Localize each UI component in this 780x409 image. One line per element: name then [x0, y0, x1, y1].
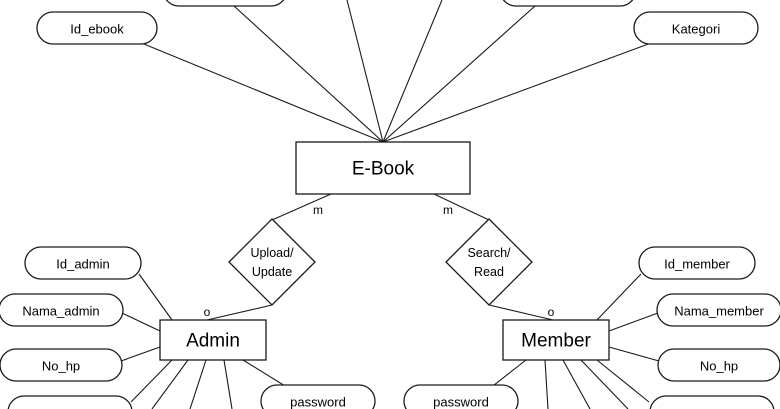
- edge-member-attr-b2: [580, 359, 629, 409]
- edge-ebook-search_read: [433, 193, 490, 221]
- edge-search_read-member: [488, 304, 554, 321]
- edge-upload_update-admin: [206, 304, 273, 321]
- edge-admin-attr-b3: [189, 359, 207, 409]
- relationship-label-line2: Update: [252, 265, 292, 279]
- attribute-shape: [24, 246, 142, 280]
- edge-member-no_hp: [608, 346, 660, 362]
- cardinality-o-member: o: [548, 305, 555, 319]
- attribute-id-admin[interactable]: Id_admin: [24, 246, 142, 280]
- member-attribute-edges: [488, 273, 660, 409]
- cardinality-markers: m m o o: [204, 203, 555, 319]
- attribute-shape: [260, 384, 376, 409]
- relationship-search-read[interactable]: Search/ Read: [445, 218, 533, 306]
- attribute-shape: [165, 0, 285, 7]
- attribute-nama-member[interactable]: Nama_member: [656, 293, 780, 327]
- attribute-shape: [36, 11, 158, 45]
- attribute-shape: [633, 11, 759, 45]
- cardinality-o-admin: o: [204, 305, 211, 319]
- attribute-label: No_hp: [700, 359, 738, 374]
- entity-shape: [502, 319, 610, 361]
- attribute-member-attr-bottom[interactable]: [649, 395, 775, 409]
- attribute-shape: [649, 395, 775, 409]
- entity-label: Member: [521, 331, 591, 352]
- attribute-shape: [657, 348, 780, 382]
- relationship-edges: [206, 193, 554, 321]
- attribute-shape: [7, 395, 133, 409]
- edge-admin-id_admin: [138, 273, 173, 321]
- attribute-password-member[interactable]: password: [403, 384, 519, 409]
- attribute-ebook-attr-top-2[interactable]: [500, 0, 636, 7]
- attribute-label: Id_admin: [56, 257, 109, 272]
- attribute-shape: [0, 348, 123, 382]
- attribute-label: password: [433, 395, 489, 409]
- attribute-label: password: [290, 395, 346, 409]
- attribute-shape: [0, 293, 124, 327]
- edge-ebook-attr-top-mid-right: [382, 0, 443, 143]
- edge-ebook-kategori: [382, 42, 652, 143]
- relationship-upload-update[interactable]: Upload/ Update: [228, 218, 316, 306]
- attribute-nama-admin[interactable]: Nama_admin: [0, 293, 124, 327]
- cardinality-m-right: m: [443, 203, 453, 217]
- edge-admin-attr-b2: [151, 359, 189, 409]
- attribute-shape: [502, 0, 634, 7]
- edge-member-attr-b3: [562, 359, 591, 409]
- entity-admin[interactable]: Admin: [159, 319, 267, 361]
- entity-shape: [295, 141, 471, 195]
- cardinality-m-left: m: [313, 203, 323, 217]
- edge-ebook-upload_update: [271, 193, 332, 221]
- attribute-label: No_hp: [42, 359, 80, 374]
- attribute-shape: [403, 384, 519, 409]
- entity-member[interactable]: Member: [502, 319, 610, 361]
- attribute-kategori[interactable]: Kategori: [633, 11, 759, 45]
- attribute-id-ebook[interactable]: Id_ebook: [36, 11, 158, 45]
- edge-ebook-attr-top-1: [233, 5, 384, 143]
- relationship-label-line2: Read: [474, 265, 504, 279]
- attribute-id-member[interactable]: Id_member: [638, 246, 756, 280]
- attribute-no-hp-admin[interactable]: No_hp: [0, 348, 123, 382]
- entity-ebook[interactable]: E-Book: [295, 141, 471, 195]
- attribute-label: Kategori: [672, 22, 721, 37]
- relationship-label-line1: Search/: [467, 246, 511, 260]
- edge-admin-no_hp: [120, 346, 161, 362]
- edge-member-attr-b4: [544, 359, 549, 409]
- edge-ebook-attr-top-mid-left: [346, 0, 384, 143]
- edge-member-attr-bottom: [596, 359, 650, 403]
- attribute-label: Id_ebook: [70, 22, 124, 37]
- edge-ebook-id_ebook: [138, 41, 384, 143]
- attribute-password-admin[interactable]: password: [260, 384, 376, 409]
- attribute-label: Nama_admin: [22, 304, 99, 319]
- relationship-label-line1: Upload/: [250, 246, 294, 260]
- entity-label: E-Book: [352, 159, 415, 180]
- diamond-shape: [445, 218, 533, 306]
- edge-ebook-attr-top-2: [382, 5, 536, 143]
- edge-admin-password: [242, 359, 291, 390]
- edge-admin-attr-b4: [223, 359, 233, 409]
- ebook-attribute-edges: [138, 0, 652, 143]
- attribute-admin-attr-bottom[interactable]: [7, 395, 133, 409]
- admin-attribute-edges: [120, 273, 291, 409]
- edge-member-id_member: [596, 273, 642, 321]
- edge-admin-nama_admin: [121, 312, 161, 332]
- edge-member-password: [488, 359, 527, 390]
- attribute-label: Id_member: [664, 257, 730, 272]
- attribute-no-hp-member[interactable]: No_hp: [657, 348, 780, 382]
- attribute-ebook-attr-top-1[interactable]: [163, 0, 287, 7]
- attribute-shape: [656, 293, 780, 327]
- attribute-shape: [638, 246, 756, 280]
- edge-member-nama_member: [608, 312, 659, 332]
- entity-label: Admin: [186, 331, 240, 352]
- entity-shape: [159, 319, 267, 361]
- diamond-shape: [228, 218, 316, 306]
- attribute-label: Nama_member: [674, 304, 764, 319]
- edge-admin-attr-bottom: [130, 359, 173, 403]
